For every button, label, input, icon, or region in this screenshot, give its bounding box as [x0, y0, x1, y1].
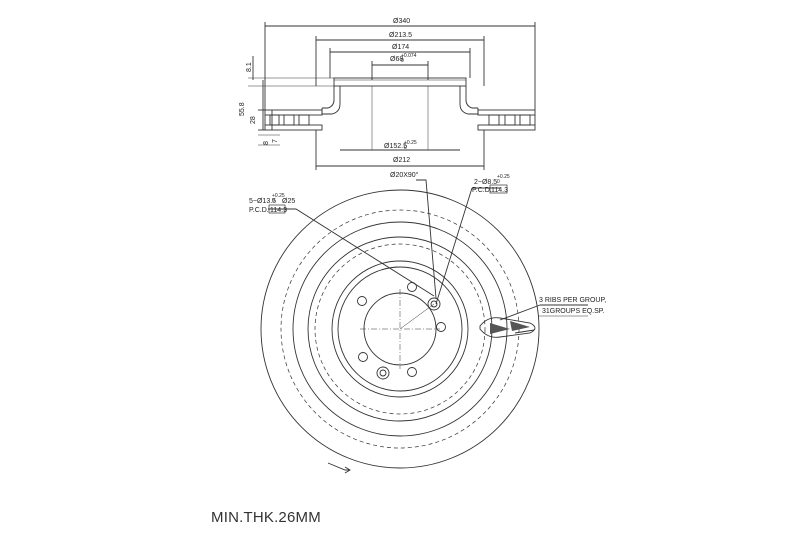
ribs-note-line2: 31GROUPS EQ.SP. [542, 308, 605, 315]
disc-outer-edge [260, 189, 540, 469]
chamfer-label: Ø20X90° [390, 171, 419, 179]
hat-outer-circle [331, 260, 469, 398]
locator-holes-tol-upper: +0.25 [497, 174, 510, 180]
bolt-pcd-box [268, 204, 286, 214]
bolt-holes-label: 5−Ø13.5 [249, 198, 276, 205]
bolt-hole [436, 322, 446, 332]
section-view [248, 22, 536, 170]
dim-pilot-tol-upper: +0.25 [404, 140, 417, 146]
dim-friction-ring: 8 [263, 141, 270, 145]
dim-hat-inner-diameter: Ø174 [392, 44, 409, 51]
bolt-holes-leader [268, 208, 435, 297]
dim-vent-gap: 7 [272, 139, 279, 143]
dim-mount-face-diameter: Ø212 [393, 157, 410, 164]
locator-pcd-value: 114.3 [491, 187, 508, 194]
bolt-holes-tol-upper: +0.25 [272, 193, 285, 199]
bolt-holes-position: Ø25 [282, 198, 295, 205]
bolt-pcd-label: P.C.D. [249, 207, 269, 214]
dim-hat-outer-diameter: Ø213.5 [389, 32, 412, 39]
section-labels: Ø340 Ø213.5 Ø174 Ø68 +0.074 0 Ø152.5 +0.… [239, 18, 417, 164]
locator-holes-label: 2−Ø8.5 [474, 179, 497, 186]
locator-hole [376, 366, 390, 380]
bolt-hole [407, 367, 417, 377]
front-labels: Ø20X90° 5−Ø13.5 +0.25 0 Ø25 P.C.D. 114.3… [249, 171, 606, 315]
bolt-hole [357, 296, 367, 306]
dim-pilot-diameter: Ø152.5 [384, 143, 407, 150]
chamfer-leader [416, 179, 437, 299]
bolt-hole [358, 352, 368, 362]
dim-pilot-tol-lower: 0 [404, 145, 407, 151]
min-thickness-note: MIN.THK.26MM [211, 509, 321, 526]
dim-hat-thickness: 8.1 [246, 62, 253, 72]
dim-disc-thickness: 28 [250, 116, 257, 124]
dim-center-bore-tol-lower: 0 [401, 58, 404, 64]
bolt-pcd-value: 114.3 [270, 207, 287, 214]
dim-center-bore-tol-upper: +0.074 [401, 53, 417, 59]
dim-center-bore: Ø68 [390, 56, 403, 63]
dim-overall-height: 55.8 [239, 102, 246, 116]
front-view [260, 179, 588, 474]
ribs-note-line1: 3 RIBS PER GROUP, [539, 297, 606, 304]
locator-pcd-label: P.C.D. [472, 187, 492, 194]
bolt-holes-tol-lower: 0 [272, 198, 275, 204]
locator-holes-tol-lower: 0 [497, 179, 500, 185]
locator-hole [427, 297, 441, 311]
dim-outer-diameter: Ø340 [393, 18, 410, 25]
locator-pcd-box [489, 184, 508, 194]
rib-group-detail [479, 317, 536, 338]
